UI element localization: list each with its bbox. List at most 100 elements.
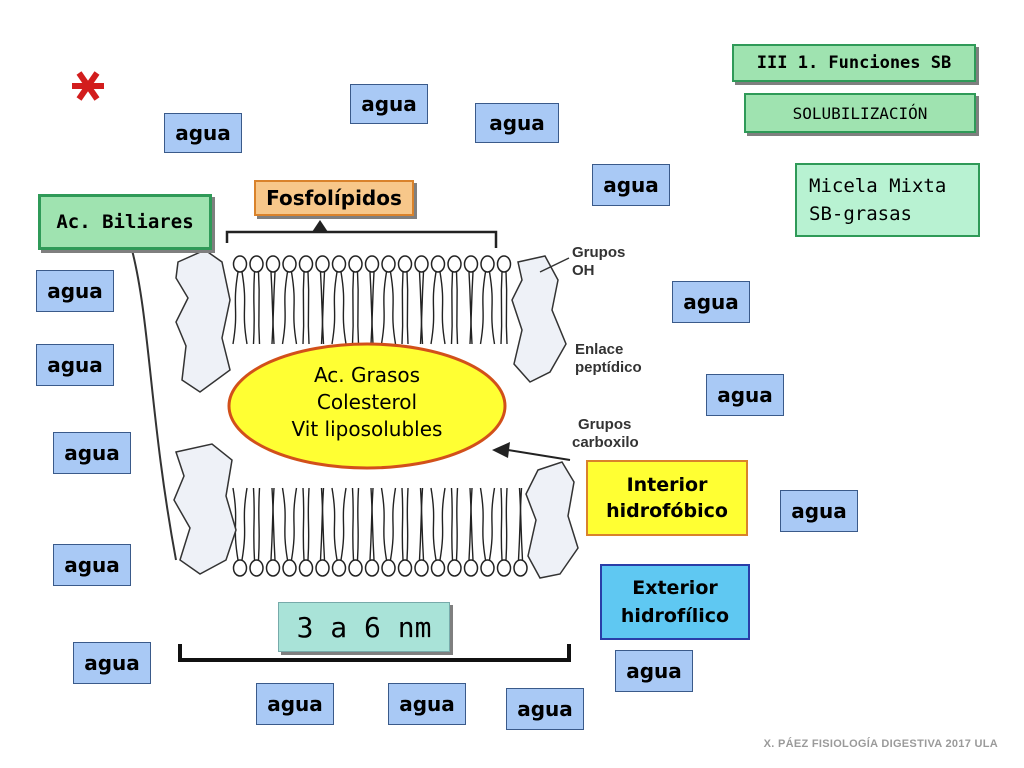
phospholipid-tail [406,271,409,345]
phospholipid-tail [319,271,325,345]
water-label: agua [475,103,559,143]
phospholipid-tail [450,271,454,345]
water-label: agua [256,683,334,725]
phospholipid-tail [257,487,261,561]
phospholipid-tail [331,271,338,345]
water-label: agua [592,164,670,206]
phospholipid-tail [389,487,397,561]
micelle-title-line2: SB-grasas [809,203,912,225]
water-label: agua [164,113,242,153]
phospholipid-tail [370,271,375,345]
phospholipid-tail [369,271,374,345]
phospholipids-box: Fosfolípidos [254,180,414,216]
hydrophilic-exterior-line1: Exterior [632,577,718,599]
phospholipid-bracket [225,230,498,248]
phospholipid-tail [252,271,256,345]
phospholipid-head [381,255,396,273]
phospholipid-tail [380,487,388,561]
phospholipid-tail [380,271,388,345]
phospholipid-head [463,255,479,273]
phospholipid-tail [505,487,508,561]
subtitle: SOLUBILIZACIÓN [792,103,928,123]
groups-oh-label: Grupos OH [572,244,626,279]
groups-oh-pointer [539,257,570,273]
section-title: III 1. Funciones SB [756,53,952,73]
water-label: agua [350,84,428,124]
phospholipid-tail [455,487,459,561]
water-label: agua [780,490,858,532]
core-fatty-acids: Ac. Grasos [313,363,421,387]
water-label: agua [73,642,151,684]
phospholipid-tail [232,271,239,345]
phospholipid-tail [320,487,326,561]
phospholipid-head [249,559,264,577]
phospholipid-tail [370,487,375,561]
phospholipid-tail [290,487,298,561]
hydrophilic-exterior-box: Exterior hidrofílico [600,564,750,640]
bile-acid-molecule-right-top [511,255,567,383]
size-label-box: 3 a 6 nm [278,602,450,652]
water-label: agua [53,432,131,474]
phospholipid-head [513,559,528,577]
bile-acids-label: Ac. Biliares [56,211,194,233]
phospholipid-tail [518,487,524,561]
water-label: agua [53,544,131,586]
phospholipid-head [414,559,429,577]
phospholipid-head [480,559,495,577]
phospholipid-head [298,255,314,273]
phospholipid-tail [270,487,275,561]
phospholipid-tail [430,487,437,561]
phospholipid-head [463,559,479,577]
phospholipid-tail [419,487,425,561]
phospholipid-tail [430,271,437,345]
peptide-bond-label: Enlace peptídico [575,341,642,376]
bile-acid-molecule-left-top [175,249,231,393]
hydrophobic-interior-box: Interior hidrofóbico [586,460,748,536]
phospholipid-head [430,255,446,273]
bile-acid-molecule-left-bottom [173,443,237,575]
phospholipid-head [265,559,281,577]
phospholipid-head [249,255,264,273]
phospholipid-tail [351,487,355,561]
phospholipid-head [447,255,462,273]
phospholipid-tail [340,271,347,345]
phospholipid-tail [320,271,326,345]
phospholipid-tail [418,487,424,561]
phospholipid-head [496,255,512,273]
phospholipid-tail [340,487,347,561]
phospholipid-head [480,255,495,273]
footer-credit: X. PÁEZ FISIOLOGÍA DIGESTIVA 2017 ULA [763,738,998,750]
phospholipid-tail [351,271,355,345]
phospholipid-head [315,559,330,577]
phospholipid-tail [500,487,503,561]
phospholipid-tail [281,271,289,345]
phospholipid-tail [271,487,276,561]
phospholipid-tail [307,271,310,345]
section-title-box: III 1. Funciones SB [732,44,976,82]
phospholipid-tail [455,271,459,345]
phospholipid-tail [439,271,446,345]
phospholipid-tail [401,271,404,345]
core-contents: Ac. Grasos Colesterol Vit liposolubles [232,362,502,443]
subtitle-box: SOLUBILIZACIÓN [744,93,976,133]
phospholipid-head [315,255,330,273]
phospholipid-head [331,255,347,273]
phospholipid-tail [302,487,305,561]
phospholipid-head [496,559,512,577]
phospholipid-tail [389,271,397,345]
phospholipid-tail [252,487,256,561]
phospholipid-tail [517,487,523,561]
phospholipid-tail [356,271,360,345]
bracket-arrow [312,220,328,232]
phospholipid-head [282,559,297,577]
carboxyl-pointer-line [507,449,571,461]
phospholipid-tail [500,271,503,345]
phospholipid-tail [241,487,248,561]
phospholipid-tail [439,487,446,561]
phospholipid-head [232,255,248,273]
phospholipid-tail [281,487,289,561]
phospholipid-tail [401,487,404,561]
phospholipids-label: Fosfolípidos [266,186,402,210]
phospholipid-tail [419,271,425,345]
phospholipid-head [364,255,380,273]
